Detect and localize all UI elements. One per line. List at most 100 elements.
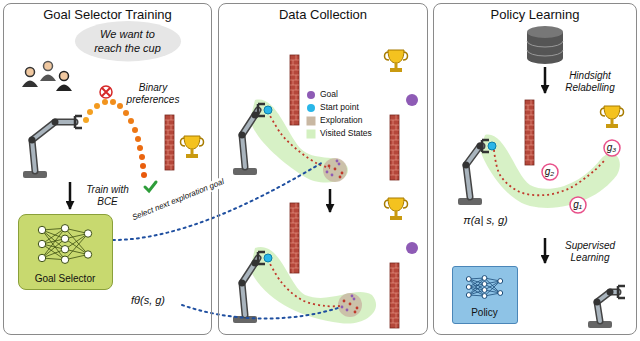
- brick-line: [390, 293, 399, 294]
- brick-line: [290, 218, 299, 219]
- brick-line: [390, 273, 399, 274]
- trajectory-dot: [139, 154, 145, 160]
- brick-line: [290, 253, 299, 254]
- start-point: [264, 106, 272, 114]
- speech-bubble: We want to reach the cup: [74, 20, 182, 62]
- annotation-label: Binary preferences: [122, 82, 184, 106]
- network-unit: [38, 254, 45, 261]
- brick-line: [528, 115, 529, 120]
- brick-line: [528, 135, 529, 140]
- database-stripe: [527, 41, 563, 56]
- trajectory-dot: [141, 172, 147, 178]
- exploration-sample: [338, 163, 341, 166]
- flow-arrow: [329, 189, 332, 212]
- node-label: We want to reach the cup: [89, 28, 167, 54]
- brick-line: [293, 70, 294, 75]
- brick-line: [293, 218, 294, 223]
- network-icon: [19, 218, 111, 270]
- trophy-base: [390, 216, 402, 220]
- brick-wall: [525, 100, 534, 165]
- network-unit: [61, 256, 68, 263]
- bubble-shape: [75, 21, 181, 61]
- robot-joint: [607, 289, 614, 296]
- legend-text: Exploration: [320, 115, 363, 125]
- brick-line: [390, 130, 399, 131]
- brick-line: [393, 160, 394, 165]
- flow-arrow: [69, 182, 72, 209]
- brick-line: [390, 308, 399, 309]
- network-unit: [38, 226, 45, 233]
- legend-box: GoalStart pointExplorationVisited States: [303, 86, 375, 142]
- brick-line: [296, 55, 297, 60]
- trajectory-dot: [128, 118, 134, 124]
- brick-line: [165, 155, 174, 156]
- model-box: Policy: [452, 266, 518, 324]
- reject-mark: [100, 86, 112, 98]
- brick-line: [525, 140, 534, 141]
- brick-line: [525, 145, 534, 146]
- brick-line: [296, 233, 297, 238]
- brick-line: [168, 120, 169, 125]
- brick-line: [168, 130, 169, 135]
- wall-body: [390, 263, 399, 328]
- legend-marker: [307, 116, 316, 125]
- trajectory-dot: [102, 99, 108, 105]
- network-unit: [482, 287, 487, 292]
- brick-line: [390, 140, 399, 141]
- brick-line: [390, 298, 399, 299]
- brick-line: [525, 150, 534, 151]
- brick-line: [171, 155, 172, 160]
- brick-line: [390, 278, 399, 279]
- brick-line: [293, 110, 294, 115]
- exploration-sample: [334, 168, 337, 171]
- brick-line: [393, 140, 394, 145]
- robot-gripper: [75, 116, 82, 128]
- brick-line: [290, 233, 299, 234]
- stage-panel: Goal Selector Training We want to reach t…: [3, 3, 212, 335]
- legend-marker: [307, 104, 315, 112]
- trophy-base: [186, 154, 198, 158]
- annotation-label: π(a| s, g): [448, 214, 523, 227]
- brick-line: [396, 323, 397, 328]
- brick-line: [531, 100, 532, 105]
- brick-line: [528, 125, 529, 130]
- brick-line: [393, 298, 394, 303]
- person-body: [22, 81, 38, 88]
- annotation-label: Select next exploration goal: [129, 176, 227, 223]
- trophy-stem: [191, 149, 194, 154]
- panel-title: Goal Selector Training: [4, 4, 211, 23]
- brick-wall: [290, 55, 299, 125]
- legend-entry: Exploration: [306, 114, 372, 127]
- trajectory-dot: [135, 136, 141, 142]
- brick-line: [165, 120, 174, 121]
- brick-line: [525, 155, 534, 156]
- trophy-cup: [604, 106, 620, 119]
- circle-shape: [604, 140, 620, 156]
- brick-line: [393, 318, 394, 323]
- trajectory-dot: [83, 117, 89, 123]
- brick-line: [390, 283, 399, 284]
- stage-panel: Policy Learningg₃g₂g₁Policy: [433, 3, 637, 335]
- person-head: [60, 72, 69, 81]
- brick-line: [290, 105, 299, 106]
- brick-line: [171, 135, 172, 140]
- brick-line: [525, 125, 534, 126]
- person-body: [56, 85, 72, 92]
- brick-line: [290, 75, 299, 76]
- brick-line: [390, 165, 399, 166]
- network-unit: [61, 224, 68, 231]
- brick-line: [525, 160, 534, 161]
- accept-check: [145, 182, 156, 191]
- legend-entry: Goal: [306, 88, 372, 101]
- brick-line: [293, 100, 294, 105]
- brick-line: [290, 228, 299, 229]
- brick-line: [296, 253, 297, 258]
- brick-line: [171, 165, 172, 170]
- reject-circle: [100, 86, 112, 98]
- brick-line: [165, 145, 174, 146]
- brick-line: [531, 150, 532, 155]
- trophy-stem: [611, 119, 614, 124]
- brick-wall: [165, 115, 174, 170]
- trajectory: [494, 150, 604, 195]
- brick-line: [393, 150, 394, 155]
